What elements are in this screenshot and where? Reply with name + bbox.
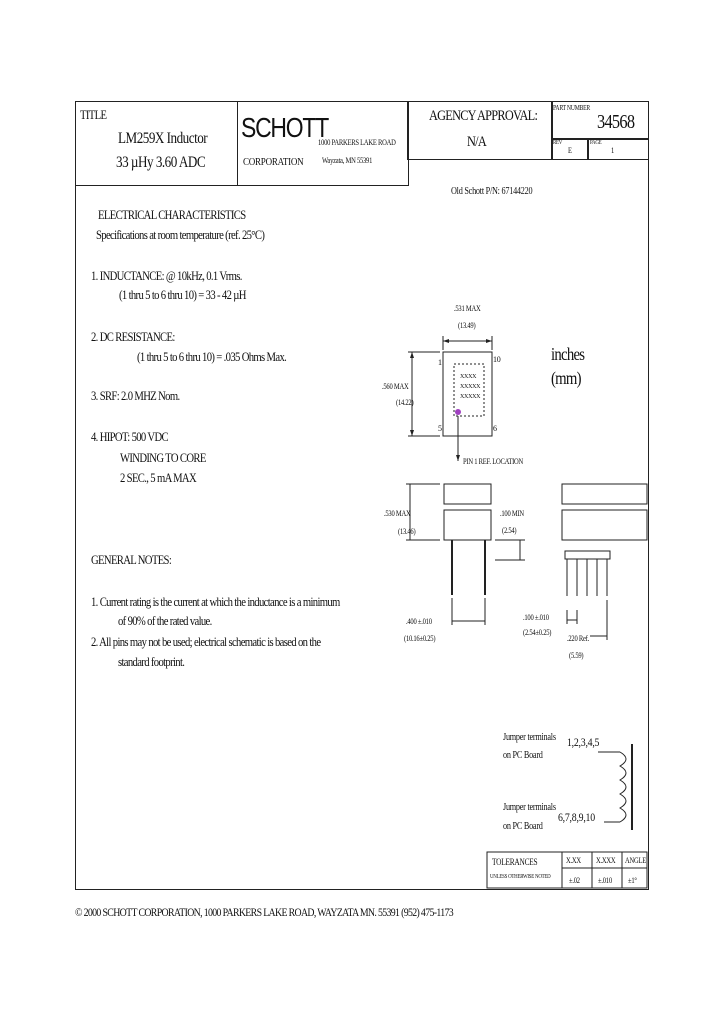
company-address-2: Wayzata, MN 55391: [322, 156, 373, 165]
top-view-label-area: [453, 363, 485, 417]
spec-note: Specifications at room temperature (ref.…: [96, 227, 265, 242]
company-sub: CORPORATION: [243, 156, 304, 168]
dim-row: .220 Ref.: [567, 634, 590, 643]
agency-label: AGENCY APPROVAL:: [429, 108, 538, 124]
hipot-spec: 4. HIPOT: 500 VDC: [91, 429, 169, 444]
part-number-value: 34568: [597, 111, 635, 133]
dim-span-mm: (10.16±0.25): [404, 634, 436, 643]
tolerance-col1-head: X.XX: [566, 856, 581, 865]
old-part-number: Old Schott P/N: 67144220: [451, 186, 533, 197]
schematic-top-label-1: Jumper terminals: [503, 732, 556, 743]
pin-mark-5: 5: [438, 424, 442, 433]
title-label: TITLE: [80, 107, 107, 122]
schematic-top-label-2: on PC Board: [503, 750, 543, 761]
note-1a: 1. Current rating is the current at whic…: [91, 594, 340, 609]
part-number-label: PART NUMBER: [553, 104, 590, 112]
footer-copyright: © 2000 SCHOTT CORPORATION, 1000 PARKERS …: [75, 905, 454, 919]
schematic-top-pins: 1,2,3,4,5: [567, 735, 600, 749]
page-label: PAGE: [590, 140, 602, 146]
tolerance-table: [486, 851, 648, 889]
dim-lead: .100 MIN: [500, 509, 524, 518]
product-rating: 33 µHy 3.60 ADC: [116, 154, 206, 171]
product-title: LM259X Inductor: [118, 130, 208, 147]
agency-cell: [407, 101, 553, 160]
dim-pitch-mm: (2.54±0.25): [523, 628, 552, 637]
inductance-spec: 1. INDUCTANCE: @ 10kHz, 0.1 Vrms.: [91, 268, 242, 283]
dim-lead-mm: (2.54): [502, 526, 517, 535]
tolerance-col1-value: ±.02: [569, 876, 580, 885]
schematic-bottom-label-1: Jumper terminals: [503, 802, 556, 813]
page-cell: [587, 138, 649, 160]
dim-height-mm: (13.46): [398, 527, 416, 536]
tolerance-label: TOLERANCES: [492, 857, 538, 867]
dim-height: .530 MAX: [384, 509, 411, 518]
tolerance-sub-label: UNLESS OTHERWISE NOTED: [490, 874, 551, 880]
side-view-core-bottom: [561, 509, 648, 541]
rev-label: REV: [553, 140, 563, 146]
hipot-winding: WINDING TO CORE: [120, 450, 206, 465]
schematic-coil: [619, 751, 627, 823]
label-line-3: XXXXX: [460, 394, 481, 400]
note-1b: of 90% of the rated value.: [118, 613, 212, 628]
part-number-cell: [551, 101, 649, 140]
dim-row-mm: (5.59): [569, 651, 584, 660]
note-2a: 2. All pins may not be used; electrical …: [91, 634, 321, 649]
rev-value: E: [568, 146, 572, 155]
schematic-bottom-label-2: on PC Board: [503, 821, 543, 832]
dim-pitch: .100 ±.010: [523, 613, 549, 622]
dim-left-mm: (14.22): [396, 398, 414, 407]
note-2b: standard footprint.: [118, 654, 185, 669]
company-address-1: 1000 PARKERS LAKE ROAD: [318, 138, 396, 147]
side-view-core-top: [561, 483, 648, 505]
tolerance-col2-value: ±.010: [598, 876, 612, 885]
pin-mark-1: 1: [438, 358, 442, 367]
rev-cell: [551, 138, 589, 160]
pin1-note: PIN 1 REF. LOCATION: [463, 457, 524, 466]
srf-spec: 3. SRF: 2.0 MHZ Nom.: [91, 388, 180, 403]
side-view-base: [564, 550, 611, 560]
dcr-value: (1 thru 5 to 6 thru 10) = .035 Ohms Max.: [137, 349, 287, 364]
dim-span: .400 ±.010: [406, 617, 432, 626]
dim-top-mm: (13.49): [458, 321, 476, 330]
agency-value: N/A: [467, 134, 487, 150]
inductance-value: (1 thru 5 to 6 thru 10) = 33 - 42 µH: [119, 287, 246, 302]
dcr-spec: 2. DC RESISTANCE:: [91, 329, 175, 344]
tolerance-col3-value: ±1°: [628, 876, 637, 885]
tolerance-col3-head: ANGLE: [625, 856, 646, 865]
pin-mark-10: 10: [493, 355, 501, 364]
schematic-bottom-pins: 6,7,8,9,10: [558, 810, 595, 824]
notes-heading: GENERAL NOTES:: [91, 552, 172, 567]
dim-left: .560 MAX: [382, 382, 409, 391]
pin-mark-6: 6: [493, 424, 497, 433]
front-view-core-bottom: [443, 509, 492, 541]
units-mm: (mm): [551, 368, 582, 388]
dim-top: .531 MAX: [454, 304, 481, 313]
pin1-dot: [455, 409, 461, 415]
company-logo: SCHOTT: [241, 112, 329, 143]
front-view-core-top: [443, 483, 492, 505]
label-line-2: XXXXX: [460, 384, 481, 390]
logo-cell: [237, 101, 409, 186]
tolerance-col2-head: X.XXX: [596, 856, 616, 865]
top-view-body: [442, 351, 493, 437]
label-line-1: XXXX: [460, 374, 477, 380]
units-inches: inches: [551, 344, 585, 364]
hipot-limit: 2 SEC., 5 mA MAX: [120, 470, 197, 485]
page-value: 1: [611, 146, 615, 155]
electrical-heading: ELECTRICAL CHARACTERISTICS: [98, 207, 246, 222]
